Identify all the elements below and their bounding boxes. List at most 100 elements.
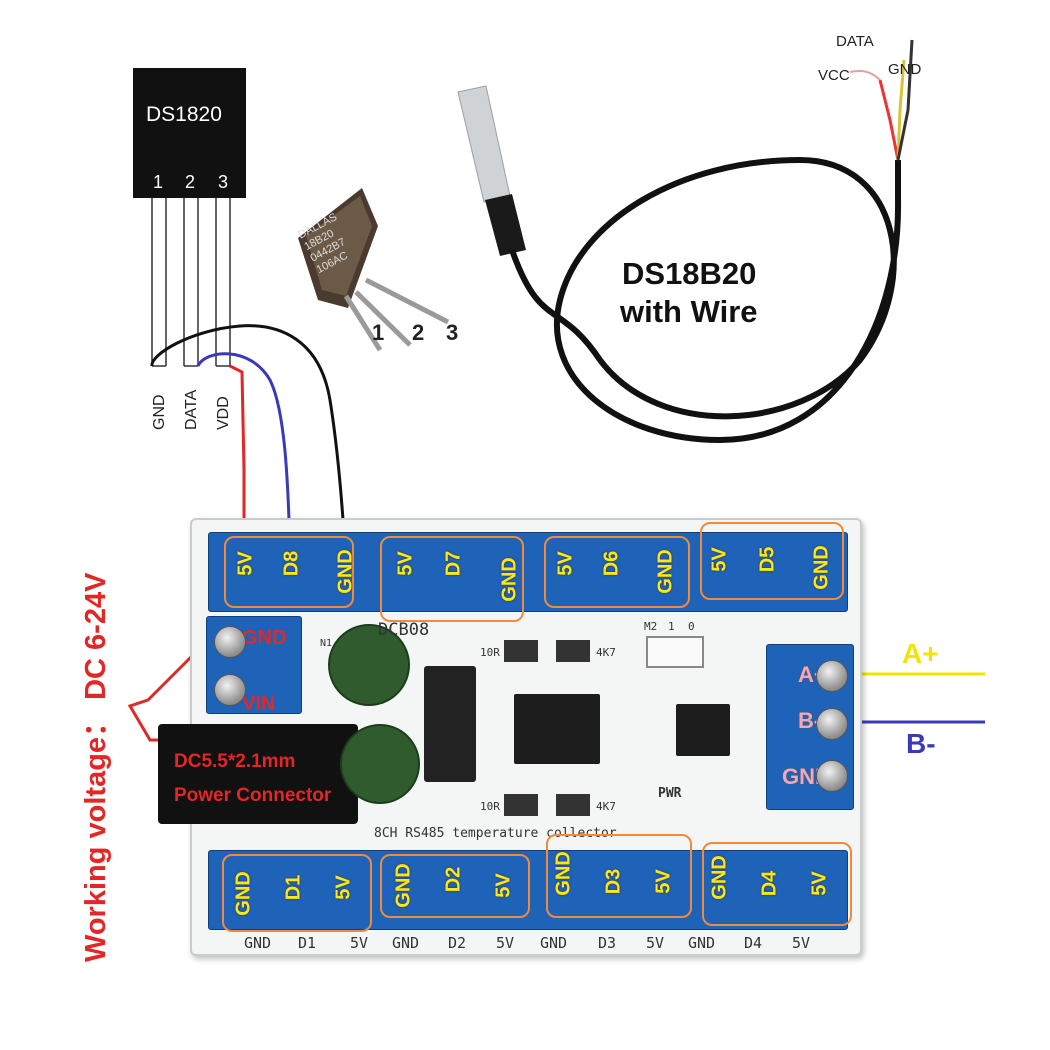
silk-bottom-2: D1 [298,934,317,952]
ds1820-chip-block [133,68,246,198]
power-terminal-vin: VIN [242,693,276,715]
silk-bottom-3: 5V [350,934,369,952]
to92-pin-3: 3 [446,320,459,345]
bottom-term-3-5v: 5V [652,869,675,894]
rs485-line-b-label: B- [906,728,936,759]
top-term-4-d5: D5 [756,546,779,573]
silk-bottom-8: D3 [598,934,617,952]
silk-10r-bottom: 10R [480,800,500,813]
bottom-term-1-5v: 5V [332,875,355,900]
silk-m2-1: 1 [668,620,675,633]
rs485-screw-1 [816,660,848,692]
bottom-group-d4 [702,842,852,926]
rs485-ic [676,704,730,756]
board-name: DCB08 [378,620,430,640]
top-term-1-5v: 5V [234,551,257,576]
ds1820-label-gnd: GND [151,394,168,430]
top-term-2-d7: D7 [442,550,465,577]
probe-wire-gnd: GND [888,61,922,78]
silk-m2-0: 0 [688,620,695,633]
working-voltage-label: Working voltage： DC 6-24V [80,572,112,962]
bottom-term-1-d1: D1 [282,874,305,901]
power-terminal-gnd: GND [242,627,287,649]
resistor-array-4 [556,794,590,816]
power-connector-line1: DC5.5*2.1mm [174,751,296,772]
bottom-term-4-gnd: GND [708,855,731,900]
main-ic [514,694,600,764]
bottom-term-3-d3: D3 [602,868,625,895]
silk-bottom-9: 5V [646,934,665,952]
rs485-screw-2 [816,708,848,740]
sensor-wires [150,324,347,551]
capacitor-2 [340,724,420,804]
jumper-m2 [646,636,704,668]
silk-bottom-11: D4 [744,934,763,952]
to92-pin-2: 2 [412,320,425,345]
probe-caption-line2: with Wire [620,294,758,329]
bottom-term-2-d2: D2 [442,866,465,893]
rs485-label-b: B- [798,708,822,733]
ds1820-pin-2: 2 [185,172,196,192]
bottom-term-2-5v: 5V [492,873,515,898]
top-term-4-gnd: GND [810,545,833,590]
resistor-array-3 [504,794,538,816]
bottom-term-2-gnd: GND [392,863,415,908]
bottom-group-d1 [222,854,372,932]
probe-image [457,39,914,444]
probe-caption-line1: DS18B20 [622,256,757,291]
pcb-board: DCB08 N1 M2 1 0 10R 4K7 10R 4K7 PWR 8CH … [158,518,862,956]
top-term-1-d8: D8 [280,550,303,577]
bottom-term-4-5v: 5V [808,871,831,896]
top-term-3-5v: 5V [554,551,577,576]
top-term-4-5v: 5V [708,547,731,572]
silk-bottom-6: 5V [496,934,515,952]
resistor-array-1 [504,640,538,662]
top-term-3-d6: D6 [600,550,623,577]
voltage-regulator [424,666,476,782]
rs485-screw-3 [816,760,848,792]
ds1820-label-data: DATA [183,389,200,430]
ds1820-pin-1: 1 [153,172,164,192]
bottom-group-d2 [380,854,530,918]
power-connector-line2: Power Connector [174,785,332,806]
power-terminal-screw-1 [214,626,246,658]
silk-n1: N1 [320,638,333,649]
bottom-term-4-d4: D4 [758,870,781,897]
silk-4k7-top: 4K7 [596,646,616,659]
capacitor-1 [328,624,410,706]
to92-package-image [298,188,450,352]
ds1820-pin-3: 3 [218,172,229,192]
silk-bottom-12: 5V [792,934,811,952]
dc-jack [158,724,358,824]
top-term-2-gnd: GND [498,557,521,602]
silk-m2: M2 [644,620,658,633]
ds1820-label-vdd: VDD [215,396,232,430]
silk-bottom-10: GND [688,934,716,952]
top-term-3-gnd: GND [654,549,677,594]
silk-10r-top: 10R [480,646,500,659]
silk-bottom-4: GND [392,934,420,952]
probe-wire-data: DATA [836,33,874,50]
top-term-2-5v: 5V [394,551,417,576]
resistor-array-2 [556,640,590,662]
top-group-d5 [700,522,844,600]
silk-4k7-bottom: 4K7 [596,800,616,813]
bottom-term-3-gnd: GND [552,851,575,896]
bottom-term-1-gnd: GND [232,871,255,916]
top-term-1-gnd: GND [334,549,357,594]
silk-bottom-7: GND [540,934,568,952]
bottom-group-d3 [546,834,692,918]
ds1820-title: DS1820 [146,103,222,126]
silk-bottom-1: GND [244,934,272,952]
silk-pwr: PWR [658,786,682,801]
top-group-d7 [380,536,524,622]
power-terminal-screw-2 [214,674,246,706]
to92-pin-1: 1 [372,320,385,345]
top-group-d8 [224,536,354,608]
ds1820-leads [151,198,231,367]
probe-wire-vcc: VCC [818,67,850,84]
top-group-d6 [544,536,690,608]
rs485-line-a-label: A+ [902,638,939,669]
